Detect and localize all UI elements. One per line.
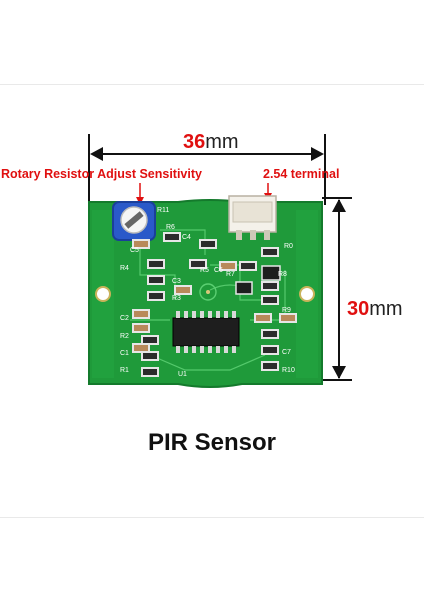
rotary-potentiometer [112, 201, 156, 241]
silkscreen-labels: R11 R6 C4 C5 R4 R5 C6 C3 R3 C2 R2 C1 R1 … [120, 207, 295, 378]
mounting-hole-right [299, 286, 315, 302]
silk-c6: C6 [214, 267, 223, 274]
svg-text:30mm: 30mm [347, 298, 403, 320]
silk-r3: R3 [172, 295, 181, 302]
terminal-connector [228, 195, 277, 240]
ic-chip-u1 [172, 311, 240, 353]
silk-r8: R8 [278, 271, 287, 278]
silk-r1: R1 [120, 367, 129, 374]
silk-r6: R6 [166, 224, 175, 231]
smd-components [132, 232, 297, 377]
silk-r10: R10 [282, 367, 295, 374]
silk-c1: C1 [120, 350, 129, 357]
terminal-label: 2.54 terminal [263, 167, 339, 181]
width-dimension: 36mm [88, 131, 326, 205]
height-dimension: 30mm [322, 197, 403, 381]
product-title: PIR Sensor [148, 429, 276, 456]
silk-c3: C3 [172, 278, 181, 285]
silk-c5: C5 [130, 247, 139, 254]
silk-c2: C2 [120, 315, 129, 322]
silk-r0: R0 [284, 243, 293, 250]
svg-text:36mm: 36mm [183, 131, 239, 153]
height-unit: mm [369, 298, 402, 320]
silk-c7: C7 [282, 349, 291, 356]
width-value: 36 [183, 131, 205, 153]
silk-r5: R5 [200, 267, 209, 274]
silk-u1: U1 [178, 371, 187, 378]
silk-r2: R2 [120, 333, 129, 340]
silk-r9: R9 [282, 307, 291, 314]
silk-c4: C4 [182, 234, 191, 241]
silk-r11: R11 [157, 207, 169, 214]
width-unit: mm [205, 131, 238, 153]
silk-r7: R7 [226, 271, 235, 278]
rotary-resistor-label: Rotary Resistor Adjust Sensitivity [1, 167, 202, 181]
mounting-hole-left [95, 286, 111, 302]
height-value: 30 [347, 298, 369, 320]
silk-r4: R4 [120, 265, 129, 272]
